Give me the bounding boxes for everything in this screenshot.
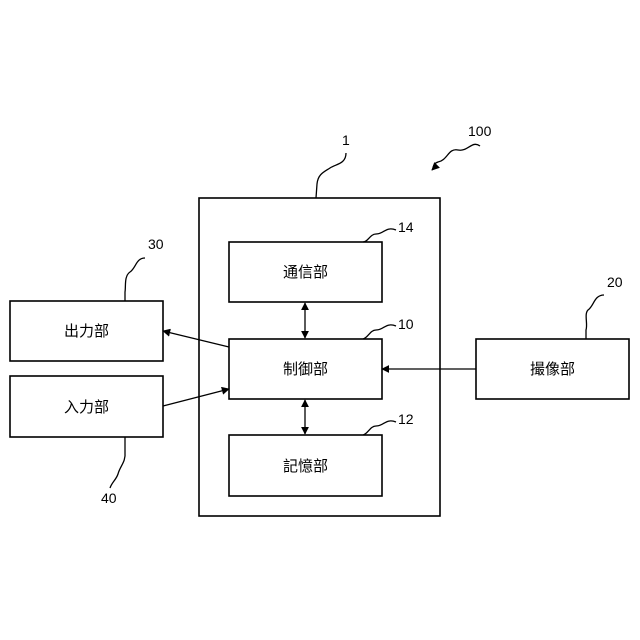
ref-number-input: 40 <box>101 490 117 506</box>
ref-number-storage: 12 <box>398 411 414 427</box>
storage-label: 記憶部 <box>283 457 328 475</box>
control-label: 制御部 <box>283 360 328 378</box>
imaging-label: 撮像部 <box>530 360 575 378</box>
ref-number-output: 30 <box>148 236 164 252</box>
leader-input <box>110 437 125 488</box>
ref-number-apparatus: 1 <box>342 132 350 148</box>
leader-imaging <box>586 295 604 339</box>
communication-label: 通信部 <box>283 263 328 281</box>
leader-apparatus <box>316 153 346 198</box>
ref-number-imaging: 20 <box>607 274 623 290</box>
leader-output <box>125 258 145 301</box>
leader-system <box>432 144 480 170</box>
input-label: 入力部 <box>64 398 109 416</box>
ref-number-communication: 14 <box>398 219 414 235</box>
ref-number-control: 10 <box>398 316 414 332</box>
ref-number-system: 100 <box>468 123 492 139</box>
output-label: 出力部 <box>64 322 109 340</box>
